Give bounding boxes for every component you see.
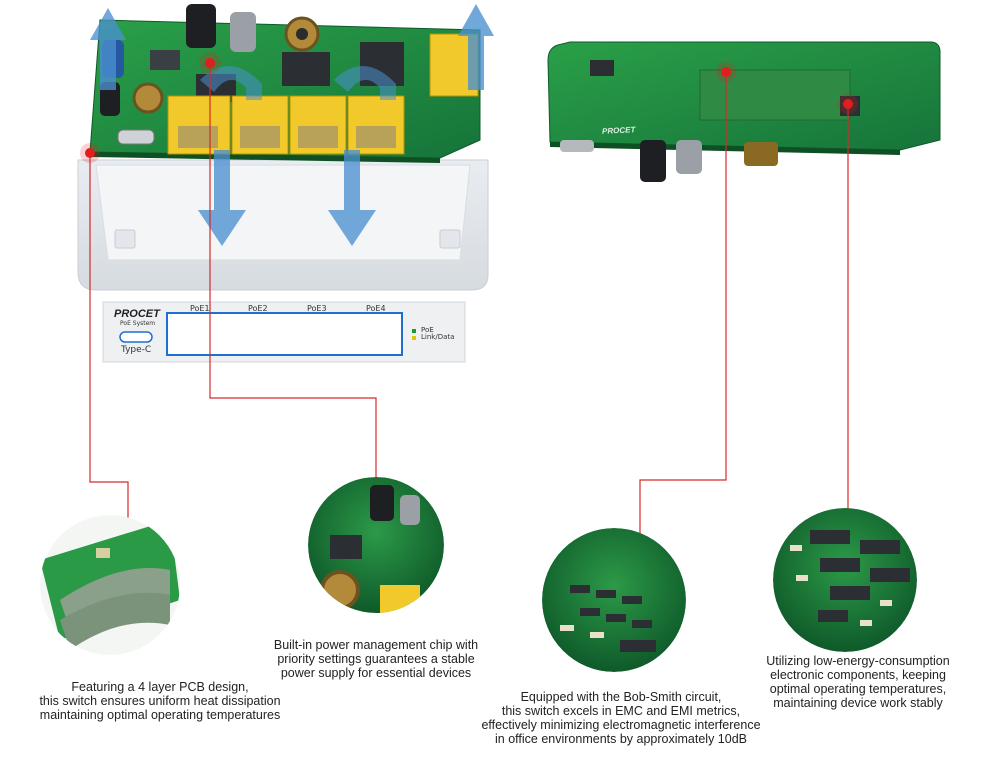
callout-lines (89, 63, 849, 540)
detail-circle-low-energy (773, 508, 917, 652)
feature-caption-pcb: Featuring a 4 layer PCB design, this swi… (10, 680, 310, 722)
caption-line: Equipped with the Bob-Smith circuit, (520, 690, 722, 704)
detail-circle-power-chip (308, 477, 444, 613)
legend-poe: PoE (421, 326, 434, 334)
feature-caption-power: Built-in power management chip with prio… (246, 638, 506, 680)
port-label-poe4: PoE4 (366, 304, 386, 313)
front-panel (102, 301, 466, 363)
caption-line: this switch excels in EMC and EMI metric… (501, 704, 741, 718)
pcb-silkscreen-brand: PROCET (601, 125, 636, 136)
caption-line: priority settings guarantees a stable (277, 652, 475, 666)
switch-enclosure (77, 159, 489, 291)
port-label-poe1: PoE1 (190, 304, 210, 313)
caption-line: maintaining optimal operating temperatur… (39, 708, 281, 722)
front-panel-brand-sub: PoE System (120, 320, 156, 327)
detail-circle-bob-smith (542, 528, 686, 672)
callout-markers (80, 52, 858, 163)
main-pcb-board (89, 4, 481, 163)
front-panel-brand: PROCET (114, 308, 160, 320)
caption-line: Utilizing low-energy-consumption (766, 654, 950, 668)
caption-line: optimal operating temperatures, (769, 682, 947, 696)
caption-line: power supply for essential devices (280, 666, 472, 680)
caption-line: this switch ensures uniform heat dissipa… (39, 694, 281, 708)
type-c-label: Type-C (121, 345, 152, 355)
feature-caption-low-energy: Utilizing low-energy-consumption electro… (740, 654, 976, 710)
caption-line: electronic components, keeping (770, 668, 946, 682)
caption-line: maintaining device work stably (773, 696, 943, 710)
caption-line: in office environments by approximately … (495, 732, 747, 746)
detail-circle-pcb-layers (40, 515, 180, 655)
legend-link-data: Link/Data (421, 333, 455, 341)
caption-line: Featuring a 4 layer PCB design, (71, 680, 249, 694)
secondary-pcb-board (547, 41, 941, 182)
feature-caption-bob-smith: Equipped with the Bob-Smith circuit, thi… (466, 690, 776, 746)
port-label-poe2: PoE2 (248, 304, 268, 313)
caption-line: effectively minimizing electromagnetic i… (481, 718, 761, 732)
caption-line: Built-in power management chip with (273, 638, 479, 652)
port-label-poe3: PoE3 (307, 304, 327, 313)
